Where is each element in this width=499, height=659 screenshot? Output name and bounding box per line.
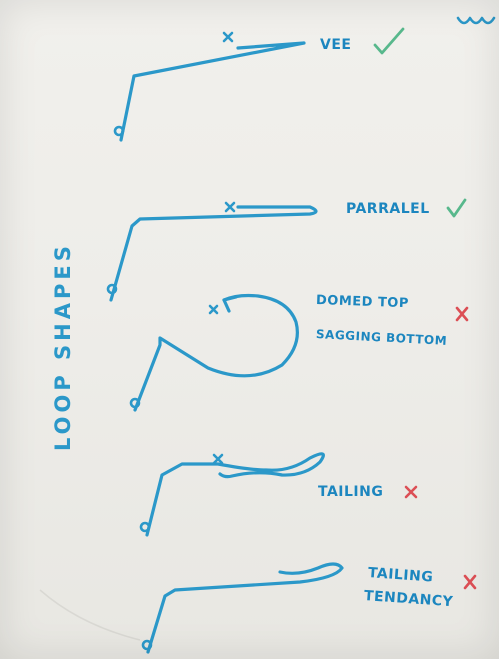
arrow-head: [224, 297, 236, 311]
vee-check-icon: [375, 29, 403, 53]
corner-squiggle: [458, 18, 494, 23]
vee-loop-drawing: [115, 33, 304, 140]
x-mark: [210, 306, 217, 313]
loop-shapes-title: LOOP SHAPES: [51, 309, 75, 451]
domed-top-label: DOMED TOP: [316, 293, 409, 311]
parallel-loop-line: [111, 207, 316, 300]
fly-circle: [115, 127, 123, 135]
fly-circle: [108, 285, 116, 293]
fly-circle: [131, 399, 139, 407]
x-mark: [226, 203, 234, 211]
vee-loop-line: [121, 43, 304, 140]
parallel-loop-drawing: [108, 203, 316, 300]
tailing-tendancy-drawing: [143, 564, 342, 652]
tailing-loop-drawing: [141, 454, 323, 535]
tailing-cross-icon: [406, 487, 416, 497]
tailing-loop-line: [147, 454, 323, 535]
tailing-tendancy-line: [148, 564, 342, 652]
fly-circle: [143, 641, 151, 649]
domed-loop-drawing: [131, 296, 297, 411]
fly-circle: [141, 523, 149, 531]
parallel-check-icon: [448, 200, 465, 216]
vee-label: VEE: [320, 37, 351, 53]
x-mark: [214, 455, 222, 463]
ghost-mark: [40, 590, 140, 640]
tailing-label: TAILING: [318, 484, 383, 500]
domed-cross-icon: [457, 308, 467, 320]
tailing-tendancy-cross-icon: [465, 576, 475, 588]
x-mark: [224, 33, 232, 41]
parralel-label: PARRALEL: [346, 201, 430, 217]
